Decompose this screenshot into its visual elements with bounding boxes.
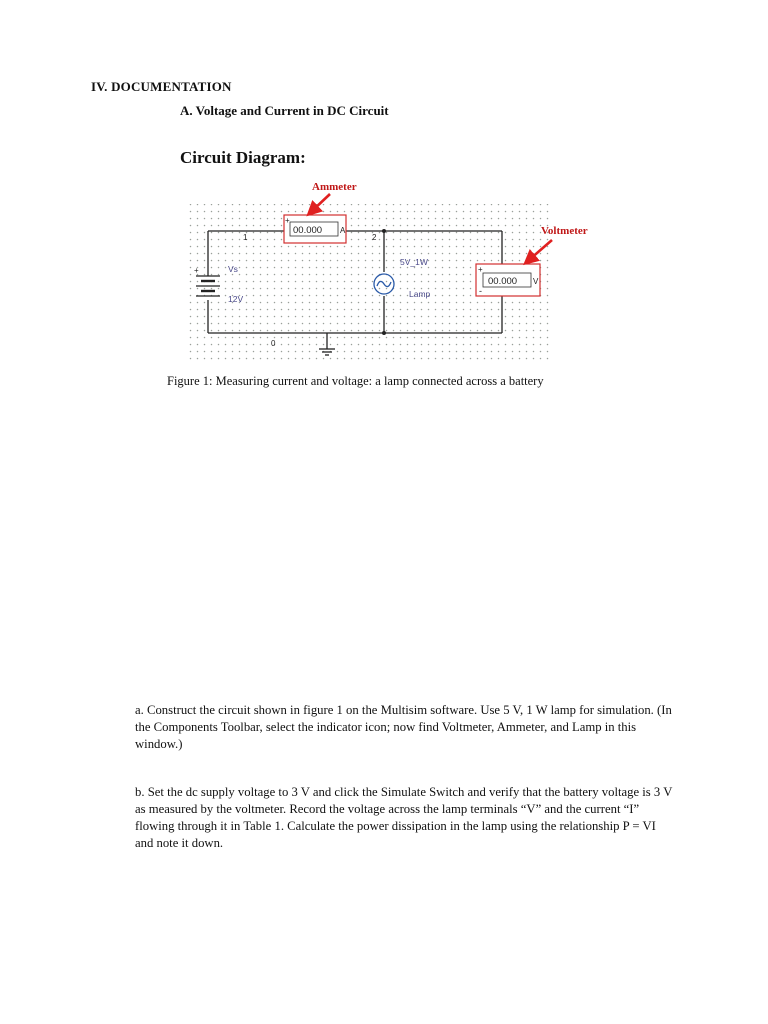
node-label-2: 2 [372, 233, 377, 242]
source-value-label: 12V [228, 294, 243, 304]
voltmeter-arrow [523, 239, 553, 266]
voltmeter-unit: V [533, 277, 539, 286]
diagram-title: Circuit Diagram: [180, 148, 306, 167]
lamp-rating-label: 5V_1W [400, 257, 428, 267]
voltmeter-minus: - [479, 286, 482, 296]
section-heading: IV. DOCUMENTATION [91, 79, 232, 94]
voltmeter-callout: Voltmeter [541, 225, 588, 237]
voltmeter-reading: 00.000 [488, 276, 517, 287]
lamp-icon [373, 273, 395, 295]
ammeter-reading: 00.000 [293, 225, 322, 236]
ground-symbol [319, 348, 335, 356]
sub-heading: A. Voltage and Current in DC Circuit [180, 103, 389, 118]
junction-node-2 [382, 229, 386, 233]
battery-plus: + [194, 266, 199, 275]
circuit-diagram: + + 00.000 A + - 00.000 V 1 2 0 Vs 12V 5… [188, 181, 588, 360]
instruction-b: b. Set the dc supply voltage to 3 V and … [135, 785, 673, 850]
node-label-0: 0 [271, 339, 276, 348]
source-name-label: Vs [228, 264, 238, 274]
figure-caption: Figure 1: Measuring current and voltage:… [167, 374, 544, 388]
ammeter-callout: Ammeter [312, 181, 357, 193]
voltmeter-plus: + [478, 265, 483, 274]
junction-node-0 [382, 331, 386, 335]
battery-symbol [196, 275, 220, 297]
ammeter-meter [283, 214, 347, 244]
circuit-wires [207, 230, 503, 349]
ammeter-plus: + [285, 216, 290, 225]
node-label-1: 1 [243, 233, 248, 242]
ammeter-unit: A [340, 226, 346, 235]
voltmeter-meter [475, 263, 541, 297]
instruction-a: a. Construct the circuit shown in figure… [135, 703, 672, 751]
lamp-name-label: Lamp [409, 289, 431, 299]
ammeter-arrow [306, 193, 331, 217]
